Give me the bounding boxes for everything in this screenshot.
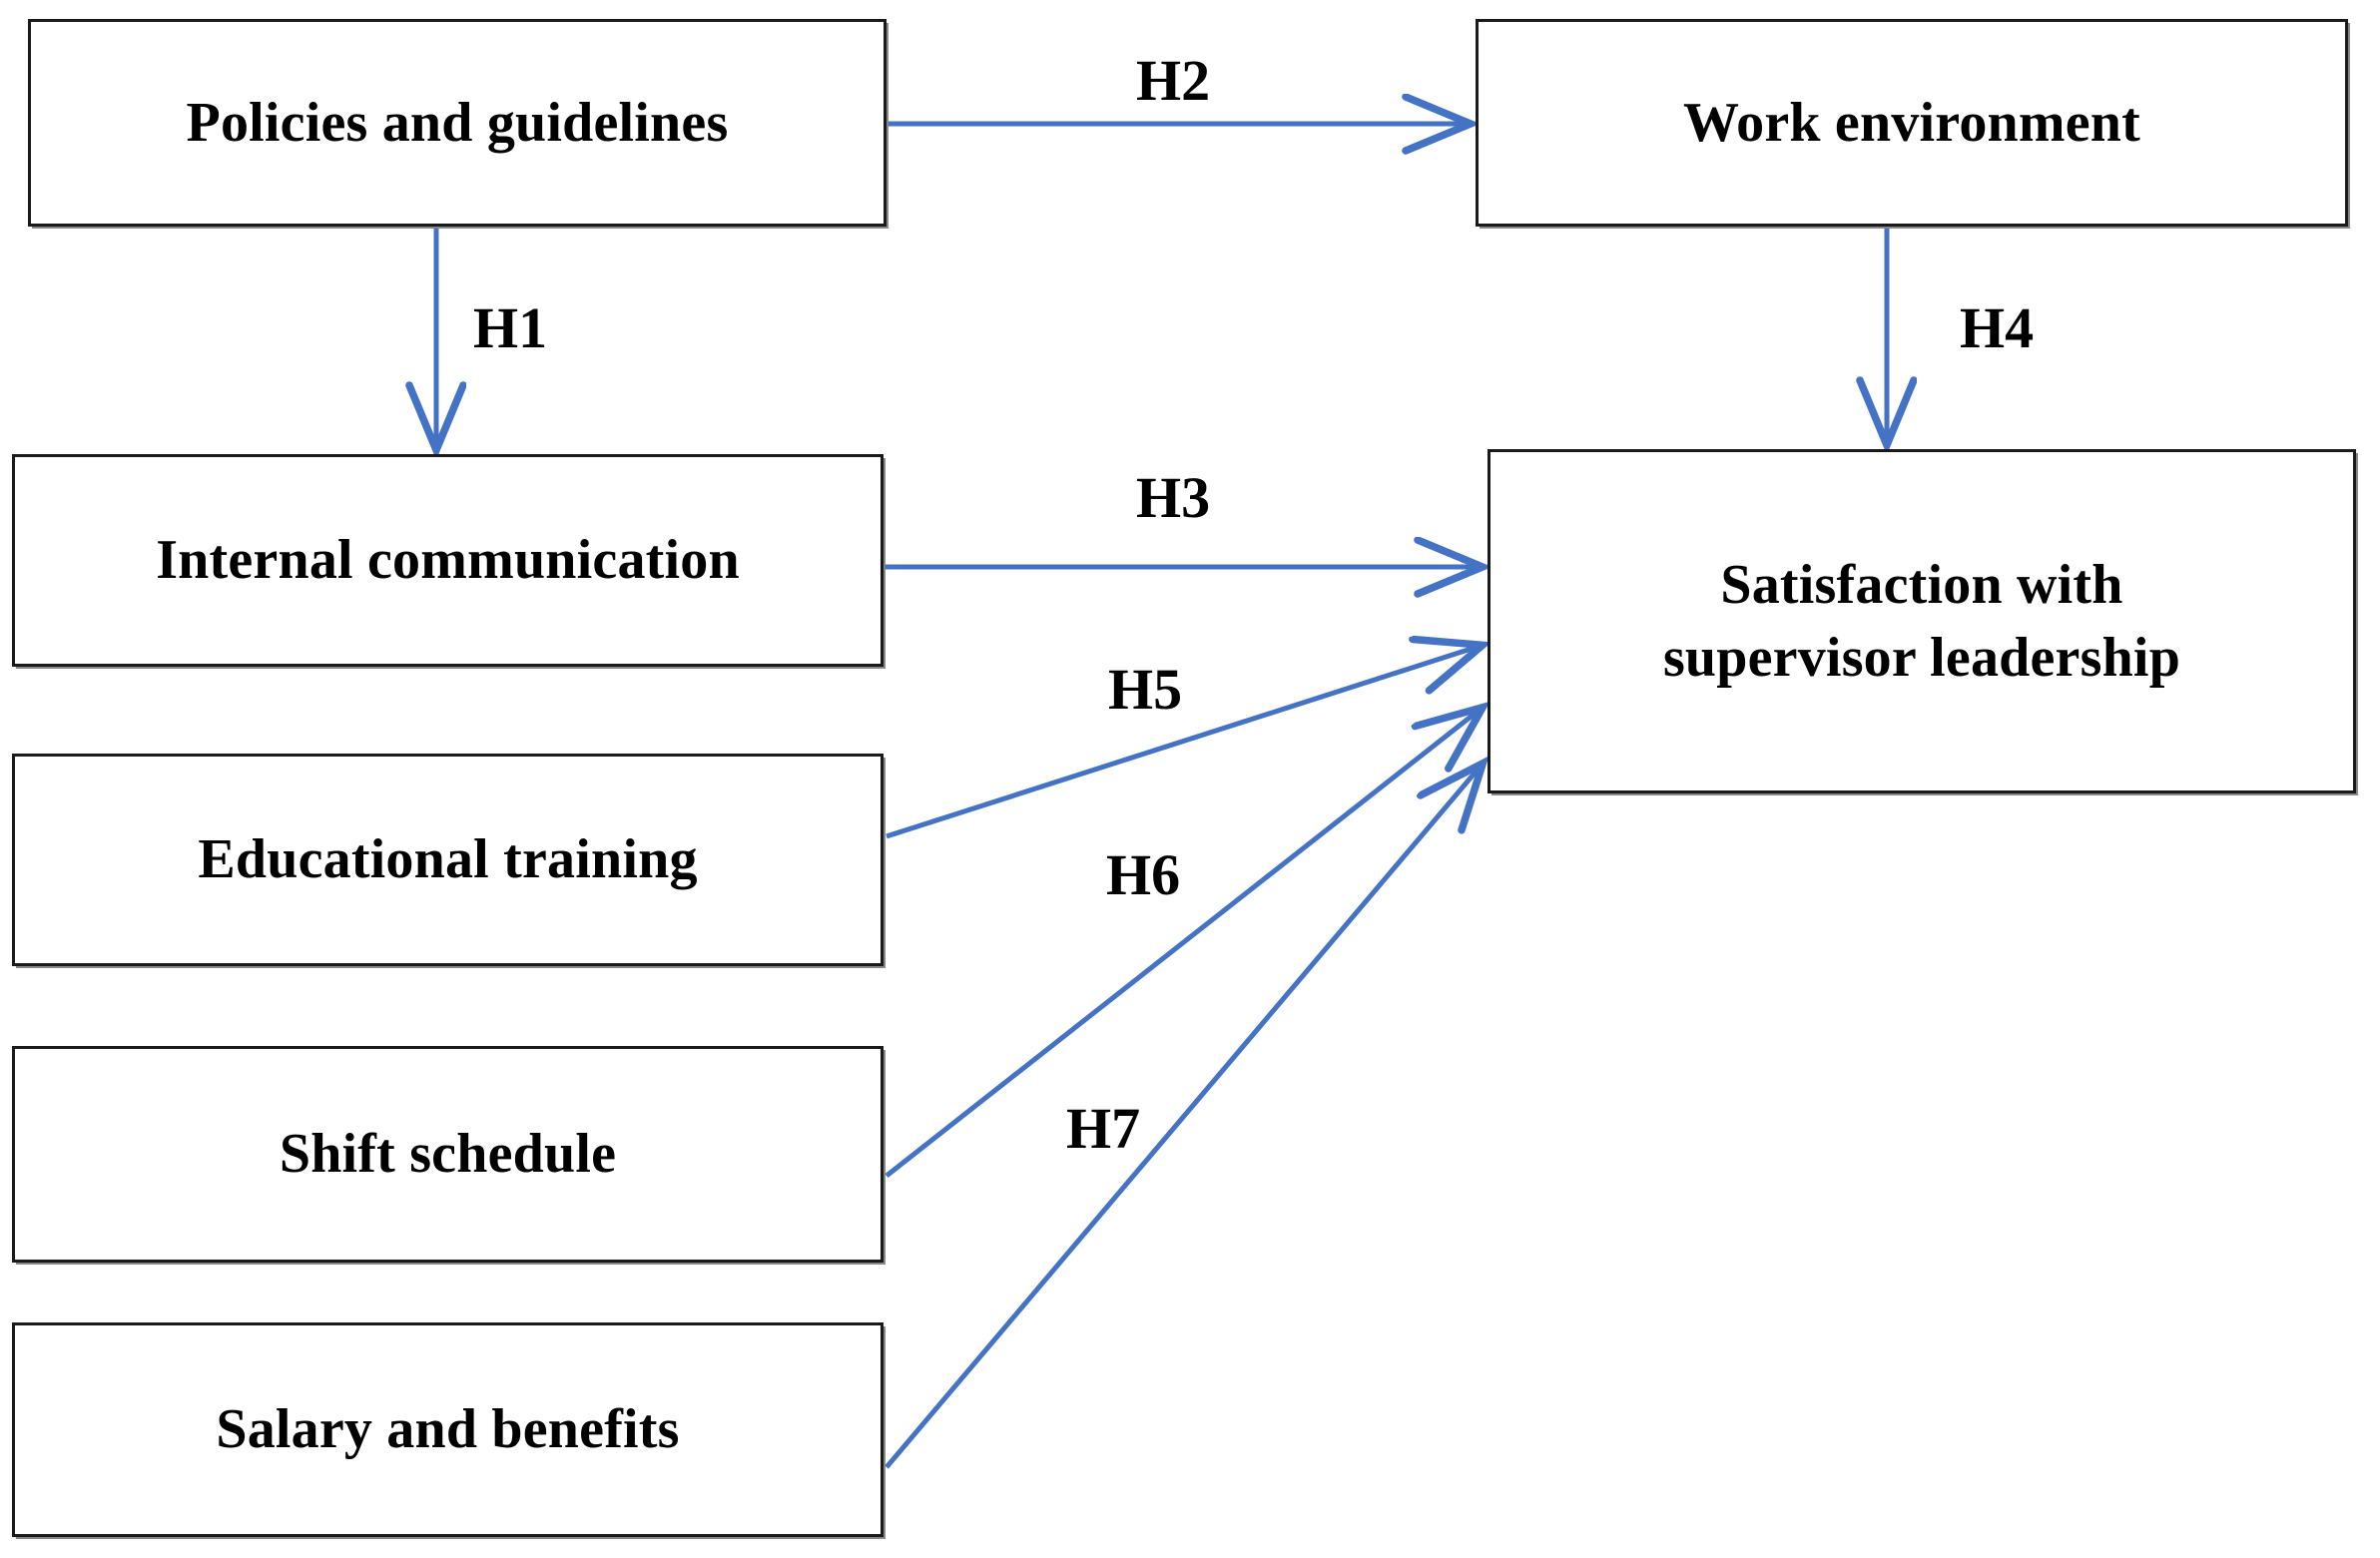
edge-h5 bbox=[886, 645, 1484, 839]
node-salary-and-benefits-label: Salary and benefits bbox=[216, 1398, 680, 1461]
node-salary-and-benefits[interactable]: Salary and benefits bbox=[12, 1322, 884, 1537]
edge-label-h2: H2 bbox=[1136, 48, 1211, 113]
edge-label-h1: H1 bbox=[473, 295, 548, 360]
node-policies-and-guidelines[interactable]: Policies and guidelines bbox=[28, 19, 887, 227]
node-shift-schedule-label: Shift schedule bbox=[279, 1123, 617, 1186]
node-work-environment[interactable]: Work environment bbox=[1476, 19, 2348, 227]
edge-label-h5: H5 bbox=[1108, 657, 1183, 722]
node-satisfaction-label: Satisfaction with supervisor leadership bbox=[1662, 553, 2181, 689]
edge-h6 bbox=[885, 707, 1484, 1178]
node-educational-training[interactable]: Educational training bbox=[12, 754, 884, 966]
node-shift-schedule[interactable]: Shift schedule bbox=[12, 1046, 884, 1263]
edge-h7 bbox=[885, 763, 1484, 1469]
edge-label-h6: H6 bbox=[1106, 842, 1181, 907]
node-educational-training-label: Educational training bbox=[198, 828, 698, 891]
node-satisfaction-with-supervisor-leadership[interactable]: Satisfaction with supervisor leadership bbox=[1488, 449, 2356, 793]
node-work-environment-label: Work environment bbox=[1683, 91, 2140, 154]
edge-label-h4: H4 bbox=[1960, 295, 2035, 360]
node-internal-communication-label: Internal communication bbox=[156, 529, 740, 592]
edge-label-h3: H3 bbox=[1136, 465, 1211, 530]
node-internal-communication[interactable]: Internal communication bbox=[12, 454, 884, 667]
node-policies-label: Policies and guidelines bbox=[186, 91, 729, 154]
edge-label-h7: H7 bbox=[1066, 1096, 1141, 1161]
